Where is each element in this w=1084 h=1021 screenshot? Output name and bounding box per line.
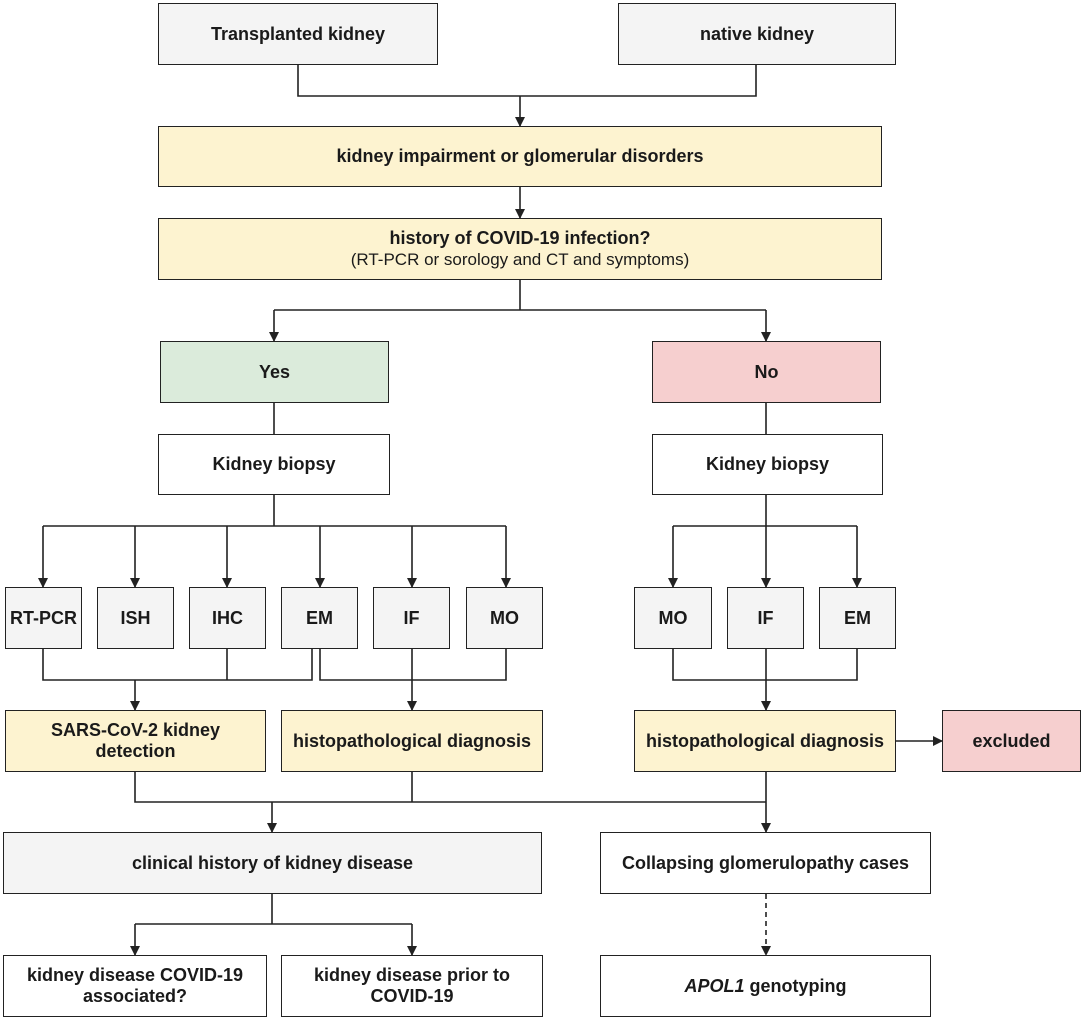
node-test-if-no: IF xyxy=(727,587,804,649)
node-clinical-label: clinical history of kidney disease xyxy=(131,852,414,873)
node-transplanted-label: Transplanted kidney xyxy=(210,23,386,44)
node-excluded: excluded xyxy=(942,710,1081,772)
node-histo-yes-label: histopathological diagnosis xyxy=(292,730,532,751)
node-sars-line1: SARS-CoV-2 kidney xyxy=(50,720,221,740)
node-history-title: history of COVID-19 infection? xyxy=(389,228,651,248)
node-biopsy-no-label: Kidney biopsy xyxy=(705,454,830,474)
edge-history-split xyxy=(274,280,766,311)
node-kidney-impairment: kidney impairment or glomerular disorder… xyxy=(158,126,882,187)
node-no-label: No xyxy=(754,361,779,382)
node-test-ihc: IHC xyxy=(189,587,266,649)
node-apol1-gene: APOL1 xyxy=(684,975,745,996)
node-sars-detection: SARS-CoV-2 kidney detection xyxy=(5,710,266,772)
node-test-label: MO xyxy=(658,607,688,628)
node-test-label: MO xyxy=(490,607,519,628)
edge-sources-merge xyxy=(297,65,757,97)
node-test-mo-no: MO xyxy=(634,587,712,649)
node-no: No xyxy=(652,341,881,403)
node-assoc-line1: kidney disease COVID-19 xyxy=(26,965,244,985)
node-test-label: RT-PCR xyxy=(10,607,77,628)
node-test-ish: ISH xyxy=(97,587,174,649)
node-test-label: IHC xyxy=(212,607,243,628)
node-excluded-label: excluded xyxy=(972,730,1051,751)
node-test-label: EM xyxy=(306,607,333,628)
edge-tests-to-histo-no xyxy=(672,649,858,681)
node-biopsy-yes-label: Kidney biopsy xyxy=(212,454,336,474)
node-assoc-line2: associated? xyxy=(82,986,188,1006)
node-collapsing-glomerulopathy: Collapsing glomerulopathy cases xyxy=(600,832,931,894)
node-kidney-disease-covid-associated: kidney disease COVID-19 associated? xyxy=(3,955,267,1017)
node-test-label: IF xyxy=(757,607,774,628)
node-apol1-rest: genotyping xyxy=(744,975,847,996)
node-native-kidney: native kidney xyxy=(618,3,896,65)
edge-tests-to-sars xyxy=(42,649,313,681)
node-apol1-label: APOL1 genotyping xyxy=(684,976,846,997)
node-test-rtpcr: RT-PCR xyxy=(5,587,82,649)
node-test-label: IF xyxy=(403,607,420,628)
node-transplanted-kidney: Transplanted kidney xyxy=(158,3,438,65)
node-histo-no-label: histopathological diagnosis xyxy=(645,730,885,751)
node-test-em-no: EM xyxy=(819,587,896,649)
node-histopathological-yes: histopathological diagnosis xyxy=(281,710,543,772)
edge-no-biopsy-bus xyxy=(673,495,857,527)
node-kidney-disease-prior: kidney disease prior to COVID-19 xyxy=(281,955,543,1017)
edge-yes-biopsy-bus xyxy=(43,495,506,527)
node-clinical-history: clinical history of kidney disease xyxy=(3,832,542,894)
edge-tests-to-histo-yes xyxy=(319,649,507,681)
node-yes: Yes xyxy=(160,341,389,403)
node-prior-line2: COVID-19 xyxy=(370,986,454,1006)
node-kidney-biopsy-yes: Kidney biopsy xyxy=(158,434,390,495)
edge-clinical-split xyxy=(135,894,412,925)
node-test-label: ISH xyxy=(120,607,151,628)
node-collapsing-label: Collapsing glomerulopathy cases xyxy=(621,852,910,873)
node-kidney-biopsy-no: Kidney biopsy xyxy=(652,434,883,495)
node-test-if-yes: IF xyxy=(373,587,450,649)
node-impairment-label: kidney impairment or glomerular disorder… xyxy=(336,146,704,166)
node-test-mo-yes: MO xyxy=(466,587,543,649)
node-test-em-yes: EM xyxy=(281,587,358,649)
node-yes-label: Yes xyxy=(258,361,291,382)
node-sars-line2: detection xyxy=(95,741,176,761)
node-covid-history: history of COVID-19 infection? (RT-PCR o… xyxy=(158,218,882,280)
node-apol1-genotyping: APOL1 genotyping xyxy=(600,955,931,1017)
node-histopathological-no: histopathological diagnosis xyxy=(634,710,896,772)
edge-outcomes-merge xyxy=(134,772,767,803)
node-native-label: native kidney xyxy=(699,23,815,44)
node-history-subtitle: (RT-PCR or sorology and CT and symptoms) xyxy=(350,250,690,269)
node-test-label: EM xyxy=(844,607,871,628)
node-prior-line1: kidney disease prior to xyxy=(313,965,511,985)
